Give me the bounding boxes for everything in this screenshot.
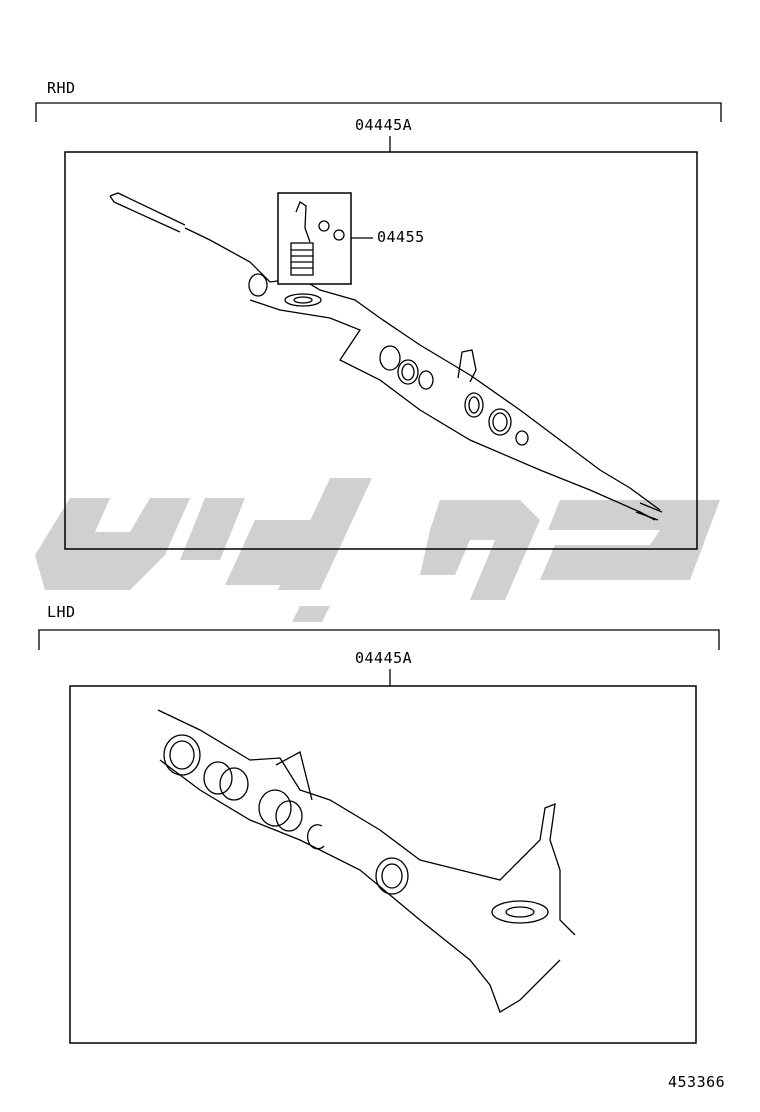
rhd-kit-part-number[interactable]: 04445A: [355, 116, 413, 134]
rhd-sub-kit-frame: [277, 192, 352, 285]
watermark-logo: [35, 478, 720, 622]
rhd-steering-rack-illustration: [109, 192, 663, 521]
rhd-sub-kit-part-number[interactable]: 04455: [377, 228, 425, 246]
lhd-section-label: LHD: [47, 603, 76, 621]
lhd-bracket: [38, 629, 720, 686]
rhd-bracket: [35, 102, 722, 152]
lhd-kit-part-number[interactable]: 04445A: [355, 649, 413, 667]
lhd-steering-rack-illustration: [157, 709, 576, 1013]
rhd-kit-frame: [64, 151, 698, 550]
lhd-kit-frame: [69, 685, 697, 1044]
sub-kit-spring-illustration: [290, 201, 345, 276]
illustration-number: 453366: [668, 1073, 726, 1091]
rhd-section-label: RHD: [47, 79, 76, 97]
